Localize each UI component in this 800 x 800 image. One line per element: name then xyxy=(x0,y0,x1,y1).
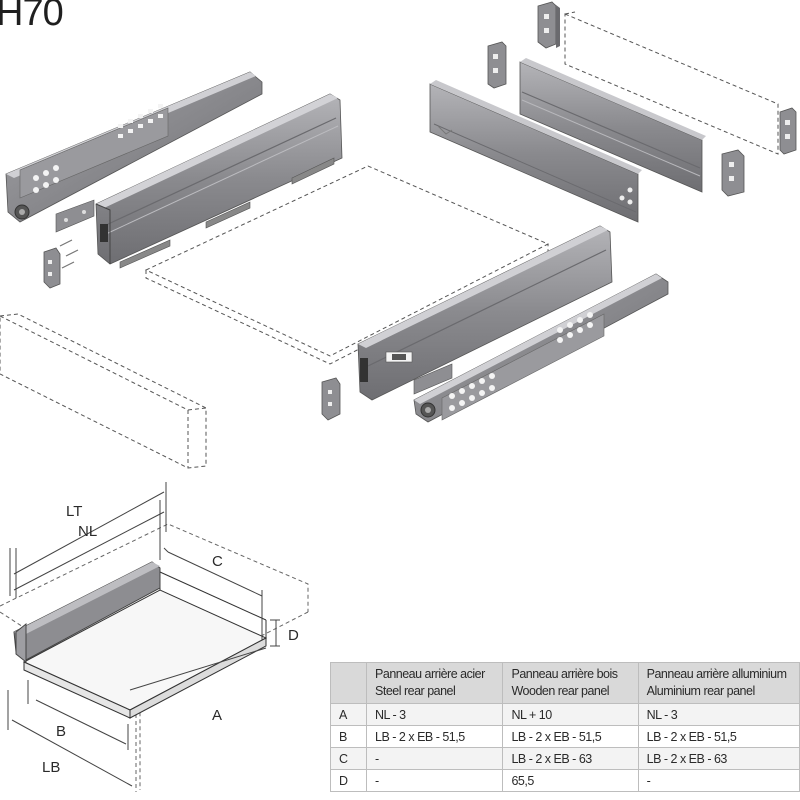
table-header-cell: Panneau arrière bois Wooden rear panel xyxy=(502,662,639,704)
rear-bracket-top-left xyxy=(537,1,560,49)
table-cell: NL - 3 xyxy=(366,703,504,726)
table-row-key: D xyxy=(329,769,368,792)
dashed-wooden-rear-panel xyxy=(564,13,779,155)
front-bracket-right xyxy=(321,377,341,421)
label-a: A xyxy=(212,707,222,724)
table-cell: LB - 2 x EB - 63 xyxy=(502,747,639,770)
label-c: C xyxy=(212,553,223,570)
table-cell: LB - 2 x EB - 51,5 xyxy=(637,725,800,748)
drawer-box xyxy=(13,561,268,719)
steel-rear-panel xyxy=(519,58,706,193)
left-runner-group xyxy=(5,71,343,289)
table-row-key: C xyxy=(329,747,368,770)
table-cell: NL - 3 xyxy=(637,703,800,726)
table-cell: - xyxy=(366,769,504,792)
table-cell: LB - 2 x EB - 51,5 xyxy=(366,725,504,748)
rear-bracket-mid-right xyxy=(721,149,745,197)
table-header-cell xyxy=(329,662,368,704)
label-b: B xyxy=(56,723,66,740)
right-front-side-profile xyxy=(357,225,613,401)
label-d: D xyxy=(288,627,299,644)
right-drawer-runner xyxy=(413,273,669,423)
left-drawer-runner xyxy=(5,71,263,223)
label-lb: LB xyxy=(42,759,60,776)
dimension-diagram xyxy=(0,482,309,792)
right-front-group xyxy=(321,225,669,423)
label-lt: LT xyxy=(66,503,82,520)
table-row-key: A xyxy=(329,703,368,726)
table-row-key: B xyxy=(329,725,368,748)
dimension-lines xyxy=(7,482,280,787)
table-header-cell: Panneau arrière acier Steel rear panel xyxy=(366,662,504,704)
screws xyxy=(59,239,79,269)
front-fixing-plate xyxy=(55,199,95,233)
table-cell: - xyxy=(637,769,800,792)
table-cell: NL + 10 xyxy=(502,703,639,726)
table-cell: LB - 2 x EB - 63 xyxy=(637,747,800,770)
page-title: H70 xyxy=(0,0,64,34)
front-fixing-plate-right xyxy=(413,363,453,395)
rear-bracket-top-right xyxy=(779,107,797,155)
rear-bracket-mid-left xyxy=(487,41,507,89)
front-bracket-left xyxy=(43,247,61,289)
table-row: D-65,5- xyxy=(329,769,800,792)
table-cell: LB - 2 x EB - 51,5 xyxy=(502,725,639,748)
rear-panel-group xyxy=(429,1,797,223)
left-side-profile xyxy=(95,93,343,269)
right-rear-side-profile xyxy=(429,80,642,223)
dashed-front-panel xyxy=(0,313,207,469)
table-cell: 65,5 xyxy=(502,769,639,792)
table-cell: - xyxy=(366,747,504,770)
label-nl: NL xyxy=(78,523,97,540)
table-header-cell: Panneau arrière alluminium Aluminium rea… xyxy=(637,662,800,704)
